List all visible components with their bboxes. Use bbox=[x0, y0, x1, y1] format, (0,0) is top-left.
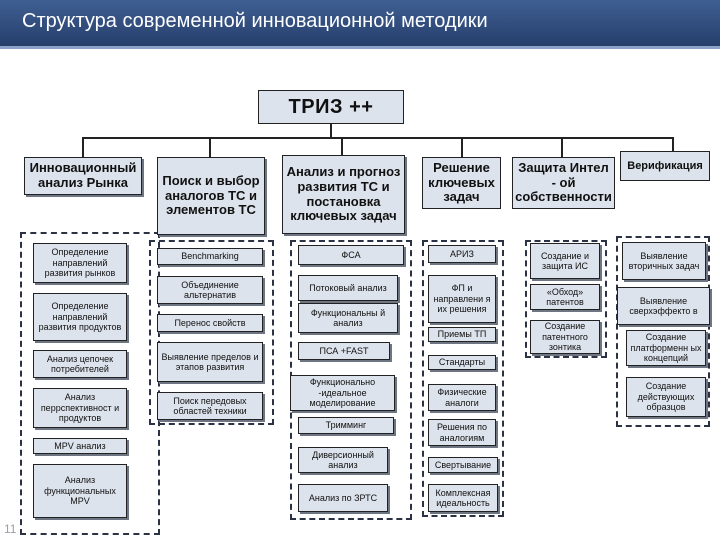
horizontal-connector bbox=[82, 137, 674, 139]
verification-item: Выявление сверхэффекто в bbox=[617, 287, 710, 325]
header-market-analysis: Инновационный анализ Рынка bbox=[24, 157, 142, 195]
solution-item: АРИЗ bbox=[428, 245, 496, 263]
solution-item: Комплексная идеальность bbox=[428, 484, 498, 512]
root-connector bbox=[330, 124, 332, 138]
analog-item: Выявление пределов и этапов развития bbox=[157, 342, 263, 382]
solution-item: Свертывание bbox=[428, 457, 498, 473]
analog-item: Поиск передовых областей техники bbox=[157, 392, 263, 420]
solution-item: ФП и направлени я их решения bbox=[428, 275, 496, 323]
ip-item: Создание патентного зонтика bbox=[530, 320, 600, 354]
market-item: Определение направлений развития продукт… bbox=[33, 293, 127, 341]
header-key-tasks: Решение ключевых задач bbox=[422, 157, 501, 209]
column-frame-ip bbox=[525, 240, 607, 358]
col4-connector bbox=[461, 137, 463, 157]
col1-connector bbox=[82, 137, 84, 157]
verification-item: Создание действующих образцов bbox=[626, 377, 706, 417]
market-item: Анализ цепочек потребителей bbox=[33, 350, 127, 378]
header-analysis-forecast: Анализ и прогноз развития ТС и постановк… bbox=[282, 155, 405, 234]
column-frame-solution bbox=[422, 240, 504, 517]
market-item: MPV анализ bbox=[33, 438, 127, 454]
analog-item: Перенос свойств bbox=[157, 314, 263, 332]
market-item: Определение направлений развития рынков bbox=[33, 243, 127, 283]
ip-item: Создание и защита ИС bbox=[530, 243, 600, 279]
slide-title: Структура современной инновационной мето… bbox=[22, 10, 488, 32]
header-verification: Верификация bbox=[620, 151, 710, 181]
solution-item: Стандарты bbox=[428, 355, 496, 370]
column-frame-market bbox=[20, 232, 160, 535]
solution-item: Физические аналоги bbox=[428, 384, 496, 411]
column-frame-analogs bbox=[149, 240, 274, 425]
solution-item: Приемы ТП bbox=[428, 327, 496, 342]
analog-item: Объединение альтернатив bbox=[157, 276, 263, 304]
verification-item: Создание платформенн ых концепций bbox=[626, 330, 706, 366]
analysis-item: Потоковый анализ bbox=[298, 275, 398, 301]
analysis-item: Тримминг bbox=[298, 417, 394, 434]
verification-item: Выявление вторичных задач bbox=[622, 242, 706, 280]
analog-item: Benchmarking bbox=[157, 248, 263, 265]
col3-connector bbox=[341, 137, 343, 155]
market-item: Анализ функциональных MPV bbox=[33, 464, 127, 518]
header-ip-protection: Защита Интел - ой собственности bbox=[512, 157, 615, 209]
col2-connector bbox=[209, 137, 211, 157]
solution-item: Решения по аналогиям bbox=[428, 419, 496, 446]
analysis-item: Диверсионный анализ bbox=[298, 447, 388, 473]
slide-header: Структура современной инновационной мето… bbox=[0, 0, 720, 46]
market-item: Анализ перрспективност и продуктов bbox=[33, 388, 127, 428]
header-divider bbox=[0, 46, 720, 49]
ip-item: «Обход» патентов bbox=[530, 284, 600, 310]
header-analog-search: Поиск и выбор аналогов ТС и элементов ТС bbox=[157, 157, 265, 235]
analysis-item: Анализ по ЗРТС bbox=[298, 484, 388, 512]
col5-connector bbox=[561, 137, 563, 157]
root-box-triz: ТРИЗ ++ bbox=[258, 90, 404, 124]
analysis-item: ПСА +FAST bbox=[298, 342, 390, 360]
column-frame-verification bbox=[616, 236, 710, 427]
col6-connector bbox=[672, 137, 674, 151]
analysis-item: Функционально -идеальное моделирование bbox=[290, 375, 395, 411]
analysis-item: Функциональны й анализ bbox=[298, 303, 398, 333]
analysis-item: ФСА bbox=[298, 245, 404, 265]
page-number: 11 bbox=[4, 522, 17, 536]
